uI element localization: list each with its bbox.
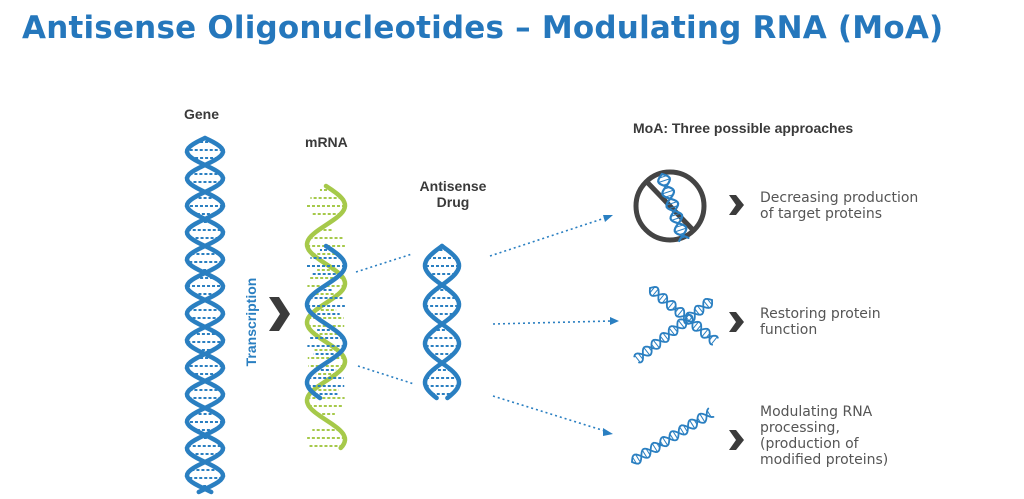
crossed-out-rna-icon [657,172,690,243]
approach-1-line: of target proteins [760,206,883,222]
moa-heading: MoA: Three possible approaches [633,120,854,136]
approach-1-chevron-icon [729,195,744,215]
approach-1-line: Decreasing production [760,190,919,206]
approach-2-line: Restoring protein [760,306,881,322]
antisense-drug-label: Antisense Drug [412,178,494,210]
transcription-chevron-icon [269,297,290,331]
mrna-label: mRNA [305,134,348,150]
modified-rna-strand-icon [631,407,715,465]
forbidden-icon [633,169,707,243]
approach-2-line: function [760,322,818,338]
gene-label: Gene [184,106,220,122]
dotted-arrow-icon [355,217,612,432]
approach-3-chevron-icon [729,430,744,450]
antisense-drug-helix-icon [422,243,462,401]
approach-1-text: Decreasing production of target proteins [760,190,918,222]
approach-3-text: Modulating RNA processing, (production o… [760,404,888,468]
approach-2-chevron-icon [729,312,744,332]
approach-3-line: Modulating RNA [760,404,873,420]
arrowhead-icon [603,215,619,436]
gene-dna-helix-icon [184,135,226,495]
approach-3-line: processing, [760,420,840,436]
mrna-helix-icon [304,183,348,451]
antisense-label-line2: Drug [436,194,470,210]
approach-3-line: modified proteins) [760,452,889,468]
page-title: Antisense Oligonucleotides – Modulating … [22,10,944,46]
approach-2-text: Restoring protein function [760,306,881,338]
repaired-rna-strands-icon [633,286,719,364]
antisense-label-line1: Antisense [419,178,487,194]
approach-3-line: (production of [760,436,859,452]
